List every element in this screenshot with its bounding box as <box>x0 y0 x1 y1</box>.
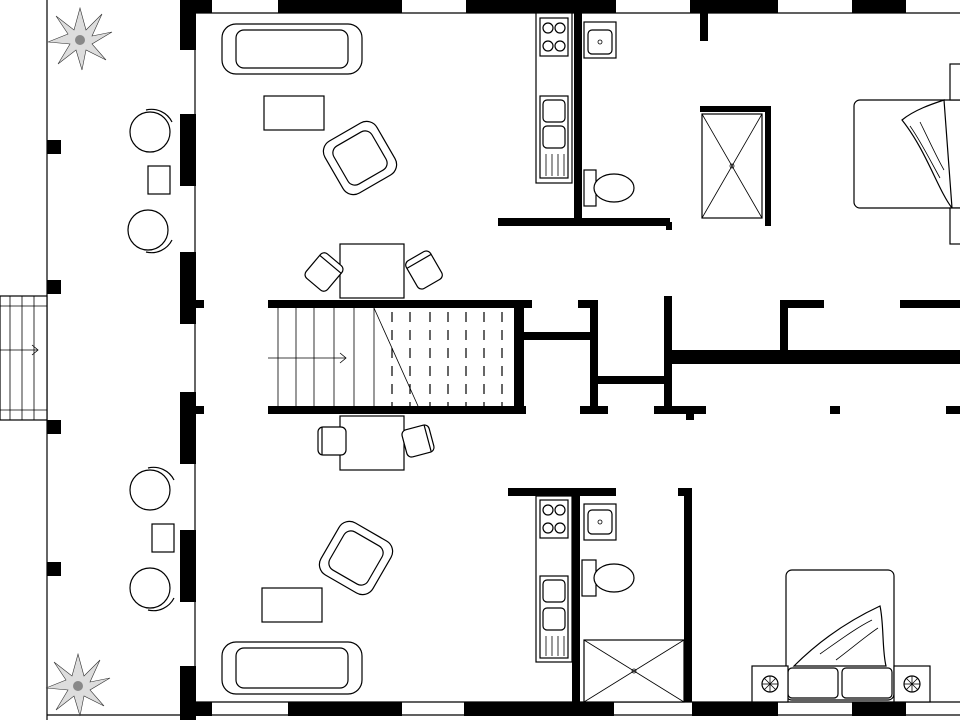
dining-chair-icon <box>304 252 344 292</box>
armchair-icon <box>318 520 394 596</box>
stove-icon <box>539 17 569 57</box>
shower-tray-icon <box>701 113 763 219</box>
plant-icon <box>47 6 113 71</box>
sofa-icon <box>221 23 363 75</box>
balcony-table-icon <box>147 165 171 195</box>
bed-icon <box>853 99 960 210</box>
veranda-column <box>47 420 61 434</box>
kitchen-counter-icon <box>535 495 573 663</box>
toilet-icon <box>581 559 635 597</box>
balcony-chair-icon <box>129 567 175 612</box>
dining-table-icon <box>339 243 405 299</box>
balcony-chair-icon <box>129 108 173 153</box>
nightstand-icon <box>751 665 789 703</box>
kitchen-counter-icon <box>535 12 573 184</box>
interior-walls <box>268 13 960 702</box>
exterior-walls <box>180 0 960 720</box>
dining-chair-icon <box>317 426 347 456</box>
dining-chair-icon <box>401 424 435 458</box>
balcony-set-top <box>127 108 173 254</box>
sink-icon <box>539 95 569 179</box>
balcony-chair-icon <box>129 466 175 511</box>
pillow <box>841 667 893 699</box>
armchair-icon <box>322 120 398 196</box>
toilet-icon <box>583 169 635 207</box>
entry-steps-icon <box>0 295 48 421</box>
balcony-table-icon <box>151 523 175 553</box>
washbasin-icon <box>583 503 617 541</box>
stove-icon <box>539 499 569 539</box>
plant-icon <box>45 652 111 717</box>
nightstand-icon <box>949 63 960 245</box>
balcony-set-bottom <box>129 466 175 612</box>
shower-tray-icon <box>583 639 685 703</box>
bed-icon <box>785 569 895 701</box>
sofa-icon <box>221 641 363 695</box>
balcony-chair-icon <box>127 209 173 254</box>
dining-table-icon <box>339 415 405 471</box>
coffee-table-icon <box>261 587 323 623</box>
coffee-table-icon <box>263 95 325 131</box>
dining-chair-icon <box>405 250 443 290</box>
veranda-column <box>47 140 61 154</box>
veranda-column <box>47 280 61 294</box>
sink-icon <box>539 575 569 659</box>
washbasin-icon <box>583 21 617 59</box>
pillow <box>787 667 839 699</box>
stairs-icon <box>268 307 503 407</box>
veranda-column <box>47 562 61 576</box>
nightstand-icon <box>893 665 931 703</box>
